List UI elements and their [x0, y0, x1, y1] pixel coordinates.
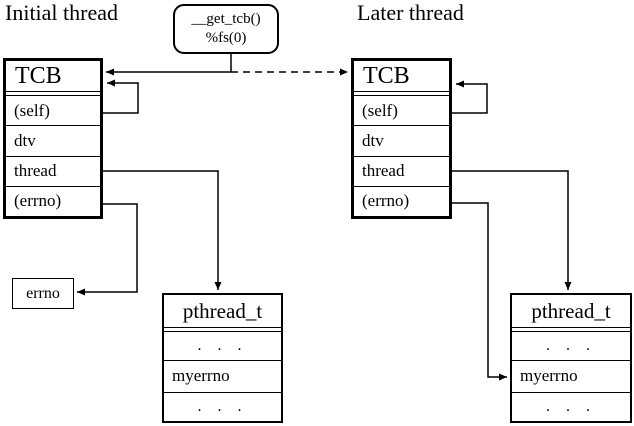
tcb-later-row-dtv: dtv: [354, 126, 449, 157]
initial-thread-label: Initial thread: [5, 0, 119, 25]
arrow-later-thread-to-pthread: [452, 170, 572, 290]
arrow-initial-self-loop: [103, 79, 139, 114]
arrow-later-self-loop: [452, 80, 488, 114]
pthread-initial-row-dots-bot: . . .: [197, 397, 248, 415]
arrow-initial-thread-to-pthread: [103, 170, 222, 290]
pthread-initial-row-dots-top: . . .: [164, 332, 281, 362]
double-rule: [164, 328, 281, 332]
tcb-table-initial: TCB (self) dtv thread (errno): [3, 58, 103, 219]
pthread-later-row-dots-bot: . . .: [546, 397, 596, 415]
tcb-initial-row-self: (self): [6, 96, 100, 127]
tcb-later-header: TCB: [354, 61, 449, 92]
pthread-initial-header: pthread_t: [164, 295, 281, 328]
tcb-later-row-thread: thread: [354, 157, 449, 187]
double-rule: [6, 92, 100, 96]
errno-box: errno: [12, 278, 74, 309]
pthread-table-later: pthread_t . . . myerrno . . .: [510, 293, 632, 423]
fs-register-label: %fs(0): [205, 30, 247, 46]
double-rule: [512, 328, 630, 332]
tcb-later-row-errno: (errno): [362, 191, 410, 211]
pthread-later-header: pthread_t: [512, 295, 630, 328]
tcb-initial-row-errno: (errno): [14, 191, 62, 211]
get-tcb-box: __get_tcb() %fs(0): [173, 4, 279, 54]
pthread-later-row-myerrno: myerrno: [512, 361, 630, 393]
double-rule: [354, 92, 449, 96]
tcb-initial-row-dtv: dtv: [6, 126, 100, 157]
tcb-initial-header: TCB: [6, 61, 100, 92]
pthread-table-initial: pthread_t . . . myerrno . . .: [162, 293, 283, 423]
later-thread-label: Later thread: [357, 0, 464, 25]
pthread-initial-row-myerrno: myerrno: [164, 361, 281, 393]
errno-box-label: errno: [26, 284, 60, 302]
tcb-later-row-self: (self): [354, 96, 449, 127]
pthread-later-row-dots-top: . . .: [512, 332, 630, 362]
arrow-later-errno-to-myerrno: [452, 202, 507, 381]
get-tcb-function-label: __get_tcb(): [191, 11, 261, 27]
tcb-initial-row-thread: thread: [6, 157, 100, 187]
tcb-table-later: TCB (self) dtv thread (errno): [351, 58, 452, 219]
